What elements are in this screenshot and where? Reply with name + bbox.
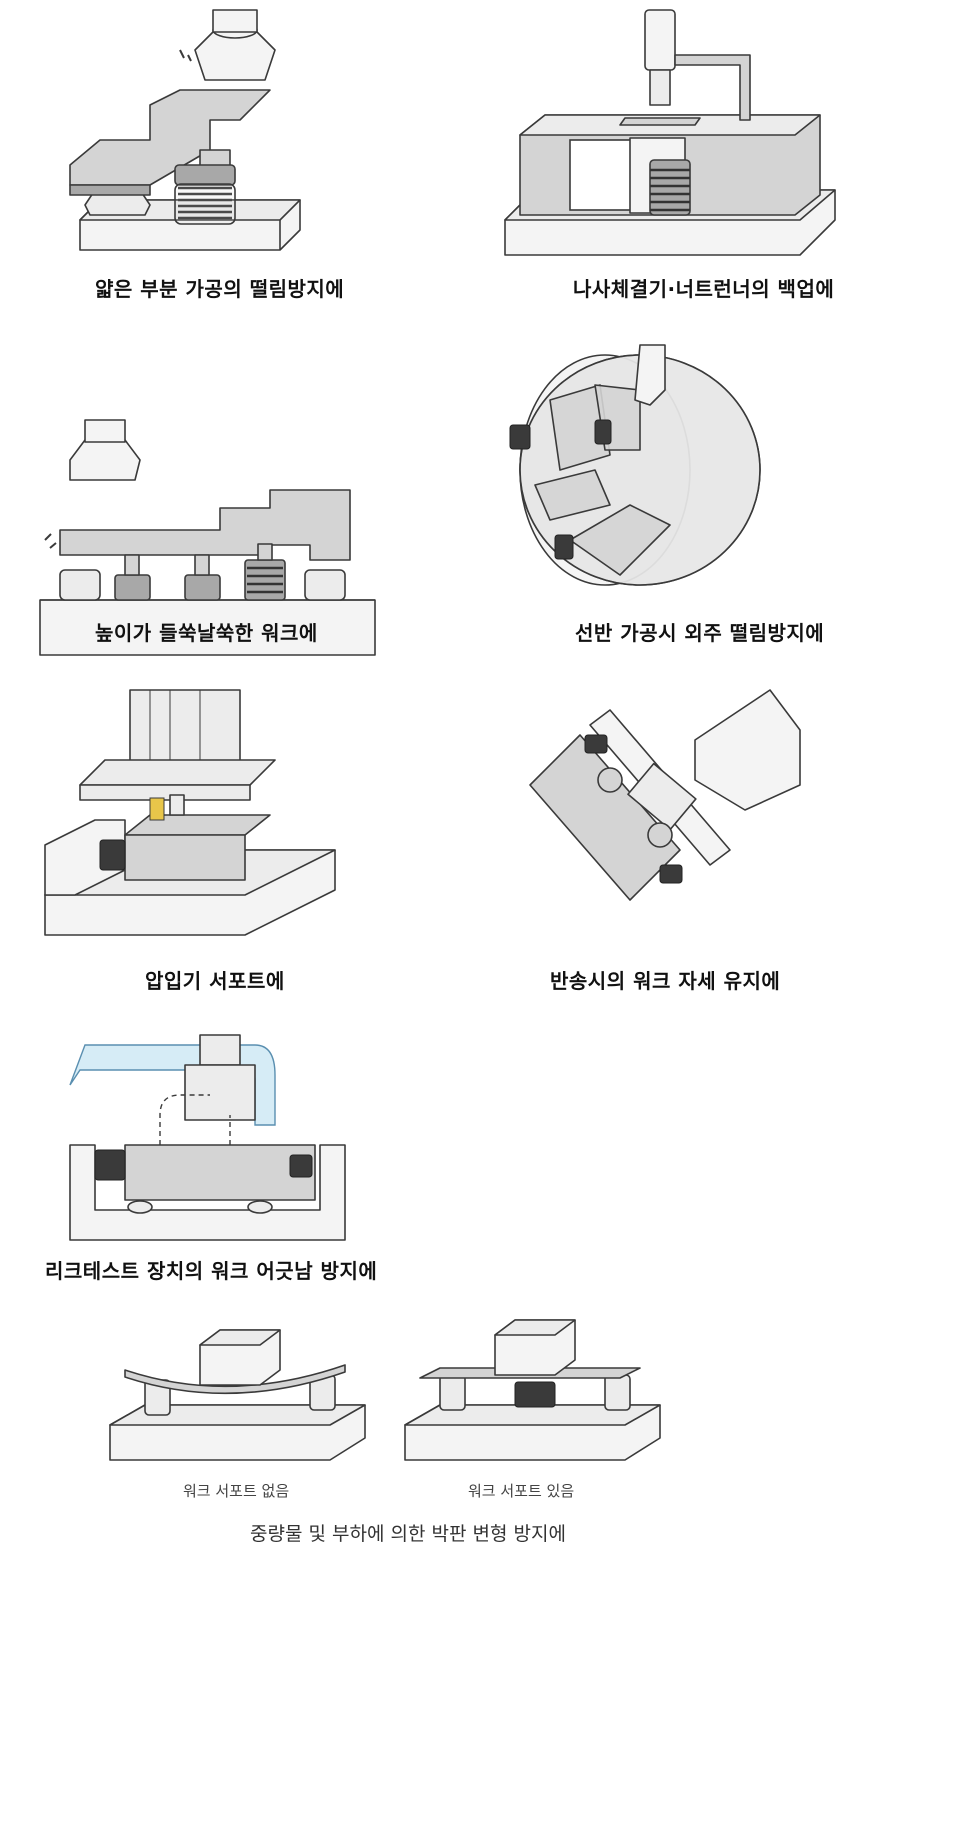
caption-leak-test: 리크테스트 장치의 워크 어긋남 방지에: [45, 1259, 378, 1283]
caption-thin-plate-deformation: 중량물 및 부하에 의한 박판 변형 방지에: [250, 1523, 566, 1545]
caption-uneven-height-workpiece: 높이가 들쑥날쑥한 워크에: [95, 621, 318, 645]
label-with-support: 워크 서포트 있음: [468, 1482, 575, 1500]
illustration-press-support: [40, 689, 390, 940]
illustration-with-support: [404, 1319, 665, 1461]
illustration-no-support: [109, 1320, 370, 1461]
caption-thin-part-machining: 얇은 부분 가공의 떨림방지에: [95, 277, 345, 301]
illustration-lathe-chuck: [509, 344, 810, 590]
caption-screw-fastener-backup: 나사체결기·너트런너의 백업에: [573, 277, 835, 301]
illustration-thin-part-machining: [60, 9, 320, 280]
illustration-transfer-posture: [529, 689, 801, 940]
label-no-support: 워크 서포트 없음: [183, 1482, 290, 1500]
illustration-screw-fastener-backup: [500, 9, 850, 280]
illustration-uneven-height-workpiece: [39, 419, 380, 660]
caption-lathe-chuck: 선반 가공시 외주 떨림방지에: [575, 621, 825, 645]
caption-transfer-posture: 반송시의 워크 자세 유지에: [550, 969, 781, 993]
illustration-leak-test: [69, 1034, 380, 1250]
caption-press-support: 압입기 서포트에: [145, 969, 285, 993]
